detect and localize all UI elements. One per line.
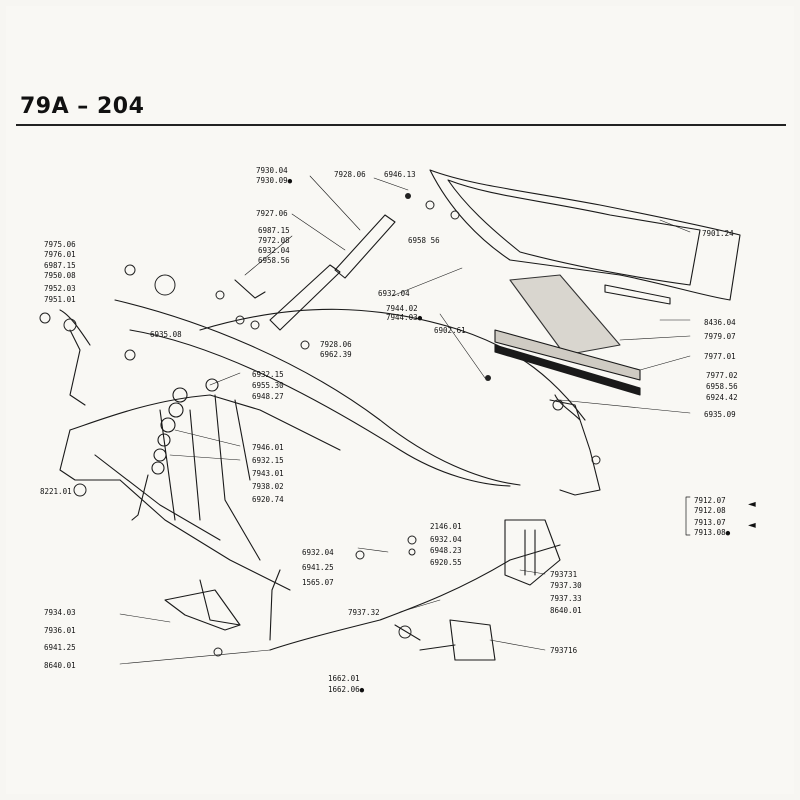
part-label: 6958 56 bbox=[408, 236, 440, 245]
part-label: 8640.01 bbox=[44, 661, 76, 670]
part-label: 1662.01 bbox=[328, 674, 360, 683]
part-label: 2146.01 bbox=[430, 522, 462, 531]
part-label: 7952.03 bbox=[44, 284, 76, 293]
title-rule bbox=[16, 124, 786, 126]
part-label: 7928.06 bbox=[334, 170, 366, 179]
part-label: 793731 bbox=[550, 570, 578, 579]
part-label: 8640.01 bbox=[550, 606, 582, 615]
hood-curve bbox=[114, 299, 521, 486]
part-label: 6948.27 bbox=[252, 392, 284, 401]
part-label: 6932.04 bbox=[378, 289, 410, 298]
part-label: 6902.61 bbox=[434, 326, 466, 335]
part-label: 7977.02 bbox=[706, 371, 738, 380]
part-label: 7950.08 bbox=[44, 271, 76, 280]
part-label: 6941.25 bbox=[44, 643, 76, 652]
part-label: 7975.06 bbox=[44, 240, 76, 249]
part-label: 6932.15 bbox=[252, 456, 284, 465]
part-label: 1565.07 bbox=[302, 578, 334, 587]
latch-plate bbox=[164, 589, 241, 631]
part-label: 6948.23 bbox=[430, 546, 462, 555]
part-label: 6935.08 bbox=[150, 330, 182, 339]
part-label: 6958.56 bbox=[258, 256, 290, 265]
part-label: 793716 bbox=[550, 646, 578, 655]
part-label: 7951.01 bbox=[44, 295, 76, 304]
part-label: 1662.06● bbox=[328, 685, 365, 694]
part-label: 7937.32 bbox=[348, 608, 380, 617]
part-label: 8436.04 bbox=[704, 318, 736, 327]
part-label: 7946.01 bbox=[252, 443, 284, 452]
release-cable bbox=[269, 544, 561, 651]
release-knob bbox=[449, 619, 496, 661]
part-label: 6932.04 bbox=[258, 246, 290, 255]
arrow-left-icon: ◄ bbox=[748, 520, 756, 531]
part-label: 6935.09 bbox=[704, 410, 736, 419]
part-label: 7936.01 bbox=[44, 626, 76, 635]
part-label: 6941.25 bbox=[302, 563, 334, 572]
grille-mesh bbox=[509, 274, 621, 356]
prop-rod bbox=[69, 329, 86, 406]
part-label: 6987.15 bbox=[44, 261, 76, 270]
part-label: 6920.55 bbox=[430, 558, 462, 567]
part-label: 6920.74 bbox=[252, 495, 284, 504]
page-title: 79A – 204 bbox=[20, 94, 145, 119]
part-label: 7937.33 bbox=[550, 594, 582, 603]
part-label: 7944.03● bbox=[386, 313, 423, 322]
part-label: 7934.03 bbox=[44, 608, 76, 617]
bolt bbox=[405, 193, 411, 199]
part-label: 6932.04 bbox=[302, 548, 334, 557]
part-label: 6962.39 bbox=[320, 350, 352, 359]
glass-panel bbox=[429, 169, 741, 301]
part-label: 7938.02 bbox=[252, 482, 284, 491]
part-label: 7913.08● bbox=[694, 528, 731, 537]
part-label: 6955.30 bbox=[252, 381, 284, 390]
latch-bracket bbox=[549, 399, 601, 496]
part-label: 7944.02 bbox=[386, 304, 418, 313]
part-label: 7930.09● bbox=[256, 176, 293, 185]
part-label: 6987.15 bbox=[258, 226, 290, 235]
part-label: 7930.04 bbox=[256, 166, 288, 175]
part-label: 6932.15 bbox=[252, 370, 284, 379]
body-frame bbox=[69, 394, 341, 451]
hinge-arm bbox=[269, 264, 341, 331]
hood-panel bbox=[199, 308, 586, 421]
part-label: 7972.08 bbox=[258, 236, 290, 245]
part-label: 7927.06 bbox=[256, 209, 288, 218]
part-label: 7979.07 bbox=[704, 332, 736, 341]
part-label: 6924.42 bbox=[706, 393, 738, 402]
part-label: 6932.04 bbox=[430, 535, 462, 544]
part-label: 7912.07 bbox=[694, 496, 726, 505]
part-label: 7928.06 bbox=[320, 340, 352, 349]
part-label: 6946.13 bbox=[384, 170, 416, 179]
seal-strip bbox=[494, 329, 641, 381]
part-label: 7976.01 bbox=[44, 250, 76, 259]
handle-housing bbox=[504, 519, 561, 586]
part-label: 8221.01 bbox=[40, 487, 72, 496]
part-label: 7943.01 bbox=[252, 469, 284, 478]
part-label: 7937.30 bbox=[550, 581, 582, 590]
part-label: 7977.01 bbox=[704, 352, 736, 361]
part-label: 6958.56 bbox=[706, 382, 738, 391]
part-label: 7913.07 bbox=[694, 518, 726, 527]
strut bbox=[334, 214, 396, 279]
arrow-left-icon: ◄ bbox=[748, 499, 756, 510]
part-label: 7912.08 bbox=[694, 506, 726, 515]
part-label: 7901.24 bbox=[702, 229, 734, 238]
